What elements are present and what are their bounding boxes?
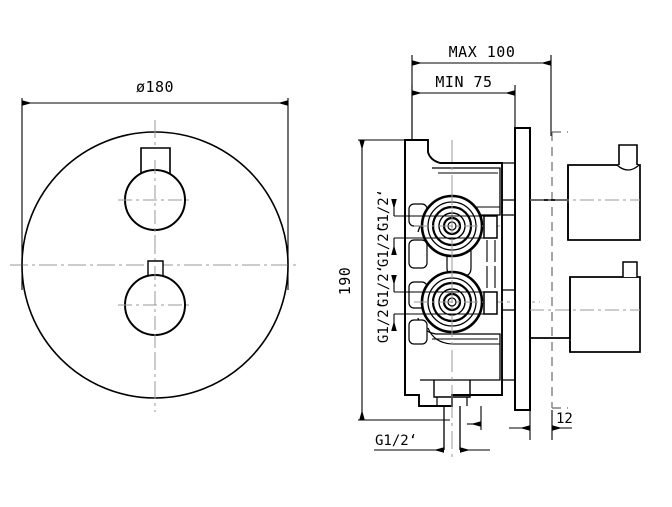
label-flange-thickness: 12	[556, 411, 573, 427]
lower-handle-centerlines	[118, 266, 192, 345]
leader-upper-port-top	[391, 199, 486, 217]
bottom-outlet-thread	[436, 397, 468, 406]
label-thread-lower-bottom: G1/2‘	[376, 301, 392, 343]
lower-wall-connector	[530, 261, 641, 353]
dimension-base-offset	[467, 406, 482, 430]
bottom-outlet-pipe	[443, 406, 461, 450]
label-body-height: 190	[336, 267, 354, 296]
body-pocket-lower-2	[408, 319, 428, 345]
upper-handle-centerlines	[118, 160, 192, 240]
label-plate-diameter: ø180	[136, 78, 174, 96]
label-thread-outlet: G1/2‘	[375, 433, 417, 449]
upper-port-boss	[483, 215, 498, 239]
label-thread-lower-top: G1/2‘	[376, 265, 392, 307]
label-thread-upper-top: G1/2‘	[376, 189, 392, 231]
label-depth-max: MAX 100	[449, 43, 516, 61]
finished-wall-hidden-outline	[551, 131, 568, 409]
mounting-flange	[514, 127, 531, 411]
label-thread-upper-bottom: G1/2‘	[376, 225, 392, 267]
lower-port-boss	[483, 291, 498, 315]
leader-lower-port-top	[391, 275, 486, 293]
upper-port-rib	[486, 240, 496, 262]
flange-connection-lines	[502, 162, 515, 381]
label-depth-min: MIN 75	[435, 73, 492, 91]
front-view-group	[10, 98, 300, 412]
dimension-min-75	[411, 85, 516, 140]
section-view-group	[404, 127, 641, 460]
body-pocket-upper-2	[408, 239, 428, 269]
lower-port-rib	[486, 266, 496, 288]
plate-diameter-dimension	[21, 98, 289, 290]
leader-upper-port-bottom	[391, 237, 486, 255]
dimension-12-flange	[509, 410, 572, 440]
upper-wall-connector	[530, 144, 641, 241]
dimension-190-height	[358, 139, 450, 421]
leader-lower-port-bottom	[391, 313, 486, 331]
